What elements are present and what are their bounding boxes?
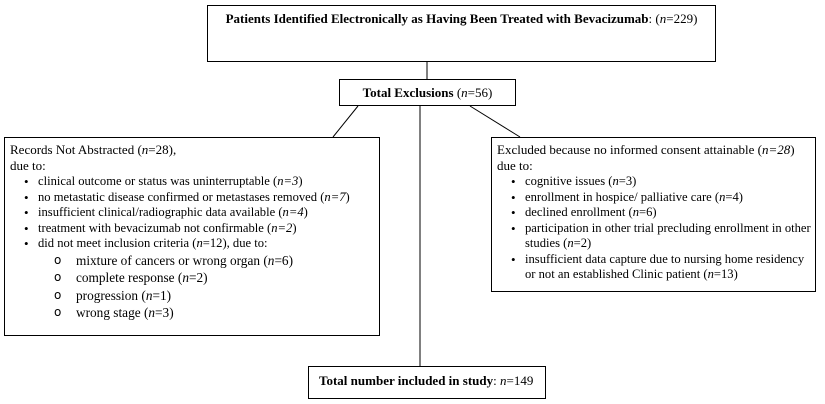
n-label: n bbox=[141, 142, 149, 157]
heading-text: Records Not Abstracted bbox=[10, 142, 135, 157]
list-item: clinical outcome or status was uninterru… bbox=[10, 174, 379, 190]
total-exclusions-box: Total Exclusions (n=56) bbox=[339, 79, 516, 106]
list-item: did not meet inclusion criteria (n=12), … bbox=[10, 236, 379, 252]
consent-reasons-list: cognitive issues (n=3) enrollment in hos… bbox=[497, 174, 815, 283]
list-item: insufficient clinical/radiographic data … bbox=[10, 205, 379, 221]
n-label: n bbox=[500, 373, 507, 388]
heading-text: Excluded because no informed consent att… bbox=[497, 142, 755, 157]
identified-patients-box: Patients Identified Electronically as Ha… bbox=[207, 5, 716, 62]
n-value: =56 bbox=[467, 85, 488, 100]
n-value: =229 bbox=[666, 11, 694, 26]
list-item: cognitive issues (n=3) bbox=[497, 174, 815, 190]
list-item: treatment with bevacizumab not confirmab… bbox=[10, 221, 379, 237]
n-value: n=28 bbox=[761, 142, 791, 157]
list-item: participation in other trial precluding … bbox=[497, 221, 815, 252]
circle-bullet-icon: o bbox=[54, 287, 62, 302]
circle-bullet-icon: o bbox=[54, 252, 62, 267]
circle-bullet-icon: o bbox=[54, 270, 62, 284]
connector-to-right-box bbox=[469, 105, 521, 138]
total-included-text: Total number included in study bbox=[319, 373, 494, 388]
n-value: =149 bbox=[506, 373, 534, 388]
due-to-label: due to: bbox=[10, 158, 46, 173]
connector-to-left-box bbox=[332, 105, 359, 138]
no-consent-heading: Excluded because no informed consent att… bbox=[497, 142, 795, 157]
n-label: n bbox=[659, 11, 667, 26]
total-exclusions-text: Total Exclusions bbox=[362, 85, 454, 100]
list-item: declined enrollment (n=6) bbox=[497, 205, 815, 221]
identified-patients-text: Patients Identified Electronically as Ha… bbox=[225, 11, 649, 26]
total-included-box: Total number included in study: n=149 bbox=[308, 366, 546, 399]
no-consent-box: Excluded because no informed consent att… bbox=[491, 137, 816, 292]
circle-bullet-icon: o bbox=[54, 305, 62, 319]
list-item: insufficient data capture due to nursing… bbox=[497, 252, 815, 283]
records-reasons-list: clinical outcome or status was uninterru… bbox=[10, 174, 379, 252]
n-value: =28 bbox=[148, 142, 169, 157]
due-to-label: due to: bbox=[497, 158, 533, 173]
list-item: enrollment in hospice/ palliative care (… bbox=[497, 190, 815, 206]
records-not-abstracted-box: Records Not Abstracted (n=28), due to: c… bbox=[4, 137, 380, 336]
records-not-abstracted-heading: Records Not Abstracted (n=28), bbox=[10, 142, 177, 157]
list-item: no metastatic disease confirmed or metas… bbox=[10, 190, 379, 206]
n-label: n bbox=[461, 85, 468, 100]
